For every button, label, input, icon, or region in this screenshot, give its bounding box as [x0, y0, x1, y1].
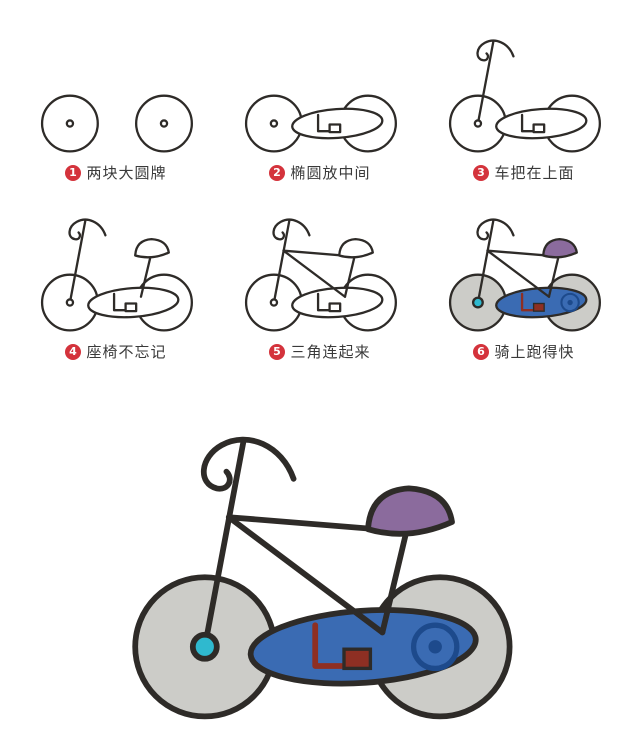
- step-caption-text: 两块大圆牌: [86, 166, 167, 182]
- left-hub-dot: [65, 119, 75, 128]
- pedal: [532, 123, 546, 134]
- step-caption-text: 骑上跑得快: [494, 345, 575, 361]
- step-number-badge: 3: [473, 164, 490, 181]
- pedal-crank: [316, 113, 330, 133]
- seat: [542, 238, 578, 259]
- left-hub-dot: [65, 298, 75, 307]
- step-caption: 5 三角连起来: [269, 341, 370, 362]
- step-number-badge: 4: [65, 343, 82, 360]
- left-hub-dot: [269, 298, 279, 307]
- step-caption-text: 三角连起来: [290, 345, 371, 361]
- step-caption: 2 椭圆放中间: [269, 162, 370, 183]
- left-hub-dot: [473, 119, 483, 128]
- step-3-illustration: [448, 39, 601, 153]
- step-1: 1 两块大圆牌: [14, 16, 218, 183]
- seat-tube: [547, 255, 560, 298]
- pedal-crank: [112, 292, 126, 312]
- pedal-crank: [312, 622, 345, 669]
- step-caption-text: 座椅不忘记: [86, 345, 167, 361]
- pedal: [328, 123, 342, 134]
- steps-grid: 1 两块大圆牌 2 椭圆放中间: [0, 16, 640, 362]
- left-hub-dot: [269, 119, 279, 128]
- rear-hub-dot: [428, 640, 442, 654]
- step-caption-text: 车把在上面: [494, 166, 575, 182]
- step-2-illustration: [244, 94, 397, 153]
- handlebar: [476, 218, 515, 241]
- rear-hub-dot: [567, 299, 573, 306]
- step-2: 2 椭圆放中间: [218, 16, 422, 183]
- handlebar: [272, 218, 311, 241]
- handlebar: [476, 39, 515, 62]
- pedal: [532, 302, 545, 312]
- step-5: 5 三角连起来: [218, 195, 422, 362]
- pedal: [328, 302, 342, 313]
- step-caption: 4 座椅不忘记: [65, 341, 166, 362]
- step-caption: 1 两块大圆牌: [65, 162, 166, 183]
- rear-hub-ring: [410, 622, 460, 672]
- final-drawing: [0, 378, 640, 738]
- step-4: 4 座椅不忘记: [14, 195, 218, 362]
- seat: [134, 238, 170, 259]
- rear-hub-ring: [560, 292, 580, 313]
- step-4-illustration: [40, 218, 193, 332]
- fork-stem: [201, 439, 247, 650]
- seat-tube: [139, 255, 152, 298]
- step-number-badge: 1: [65, 164, 82, 181]
- seat-tube: [343, 255, 356, 298]
- down-tube: [282, 249, 347, 298]
- fork-stem: [68, 219, 87, 304]
- front-hub: [471, 296, 484, 309]
- step-number-badge: 5: [269, 343, 286, 360]
- pedal-crank: [520, 113, 534, 133]
- step-3: 3 车把在上面: [422, 16, 626, 183]
- step-6: 6 骑上跑得快: [422, 195, 626, 362]
- pedal: [124, 302, 138, 313]
- pedal-crank: [316, 292, 330, 312]
- seat: [365, 485, 455, 537]
- front-hub: [189, 631, 220, 662]
- pedal: [342, 647, 373, 671]
- down-tube: [486, 249, 551, 298]
- right-hub-dot: [159, 119, 169, 128]
- step-1-illustration: [40, 94, 193, 153]
- pedal-crank: [520, 292, 534, 312]
- step-caption: 3 车把在上面: [473, 162, 574, 183]
- down-tube: [225, 514, 386, 636]
- fork-stem: [476, 219, 495, 304]
- step-caption: 6 骑上跑得快: [473, 341, 574, 362]
- fork-stem: [476, 40, 495, 125]
- step-6-illustration: [448, 218, 601, 332]
- final-bicycle-illustration: [132, 436, 513, 720]
- handlebar: [200, 436, 297, 492]
- step-caption-text: 椭圆放中间: [290, 166, 371, 182]
- fork-stem: [272, 219, 291, 304]
- step-number-badge: 6: [473, 343, 490, 360]
- handlebar: [68, 218, 107, 241]
- step-number-badge: 2: [269, 164, 286, 181]
- step-5-illustration: [244, 218, 397, 332]
- seat: [338, 238, 374, 259]
- seat-tube: [379, 528, 410, 636]
